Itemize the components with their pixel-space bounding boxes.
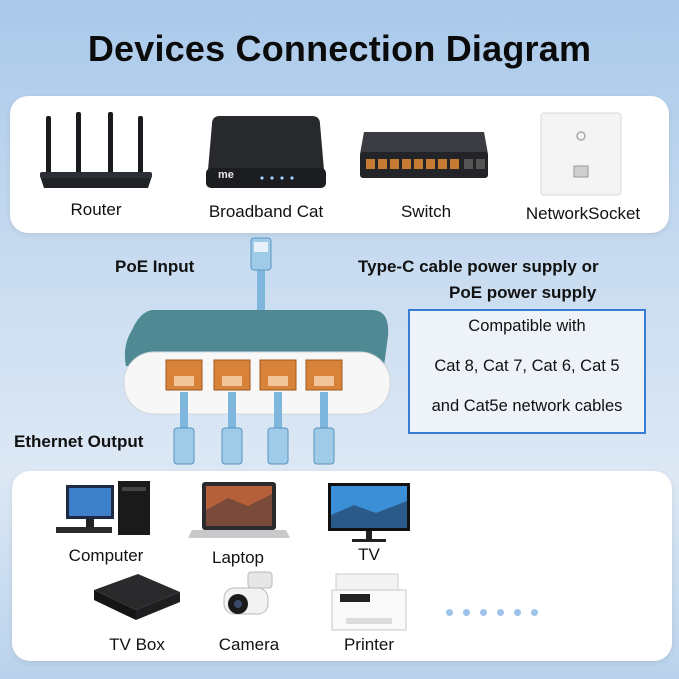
network-switch-icon bbox=[360, 132, 488, 178]
broadband-logo: me bbox=[218, 169, 234, 181]
broadband-cat-label: Broadband Cat bbox=[208, 202, 324, 221]
compat-line3: and Cat5e network cables bbox=[431, 397, 623, 415]
camera-icon bbox=[223, 571, 273, 615]
network-socket-label: NetworkSocket bbox=[525, 204, 641, 223]
ethernet-output-label: Ethernet Output bbox=[14, 432, 144, 451]
tv-box-label: TV Box bbox=[109, 635, 165, 654]
computer-icon bbox=[56, 481, 150, 535]
tv-label: TV bbox=[358, 545, 380, 564]
poe-input-label: PoE Input bbox=[115, 257, 195, 276]
ethernet-switch-device bbox=[123, 310, 391, 415]
compat-line1: Compatible with bbox=[468, 317, 586, 335]
computer-label: Computer bbox=[68, 546, 144, 565]
printer-label: Printer bbox=[343, 635, 395, 654]
power-supply-line1: Type-C cable power supply or bbox=[358, 257, 599, 276]
switch-label: Switch bbox=[400, 202, 452, 221]
laptop-icon bbox=[188, 482, 290, 538]
power-supply-line2: PoE power supply bbox=[449, 283, 597, 302]
tv-box-icon bbox=[94, 574, 180, 620]
broadband-modem-icon bbox=[206, 116, 326, 188]
page-title: Devices Connection Diagram bbox=[87, 28, 592, 69]
poe-input-cable bbox=[250, 237, 272, 316]
network-socket-icon bbox=[540, 112, 622, 196]
camera-label: Camera bbox=[218, 635, 280, 654]
laptop-label: Laptop bbox=[212, 548, 264, 567]
router-icon bbox=[40, 112, 152, 188]
ethernet-output-cables bbox=[173, 392, 335, 465]
more-devices-ellipsis bbox=[446, 603, 548, 621]
compatibility-box: Compatible with Cat 8, Cat 7, Cat 6, Cat… bbox=[408, 309, 646, 434]
compat-line2: Cat 8, Cat 7, Cat 6, Cat 5 bbox=[434, 357, 620, 375]
tv-icon bbox=[328, 483, 410, 542]
router-label: Router bbox=[70, 200, 122, 219]
printer-icon bbox=[331, 573, 407, 631]
